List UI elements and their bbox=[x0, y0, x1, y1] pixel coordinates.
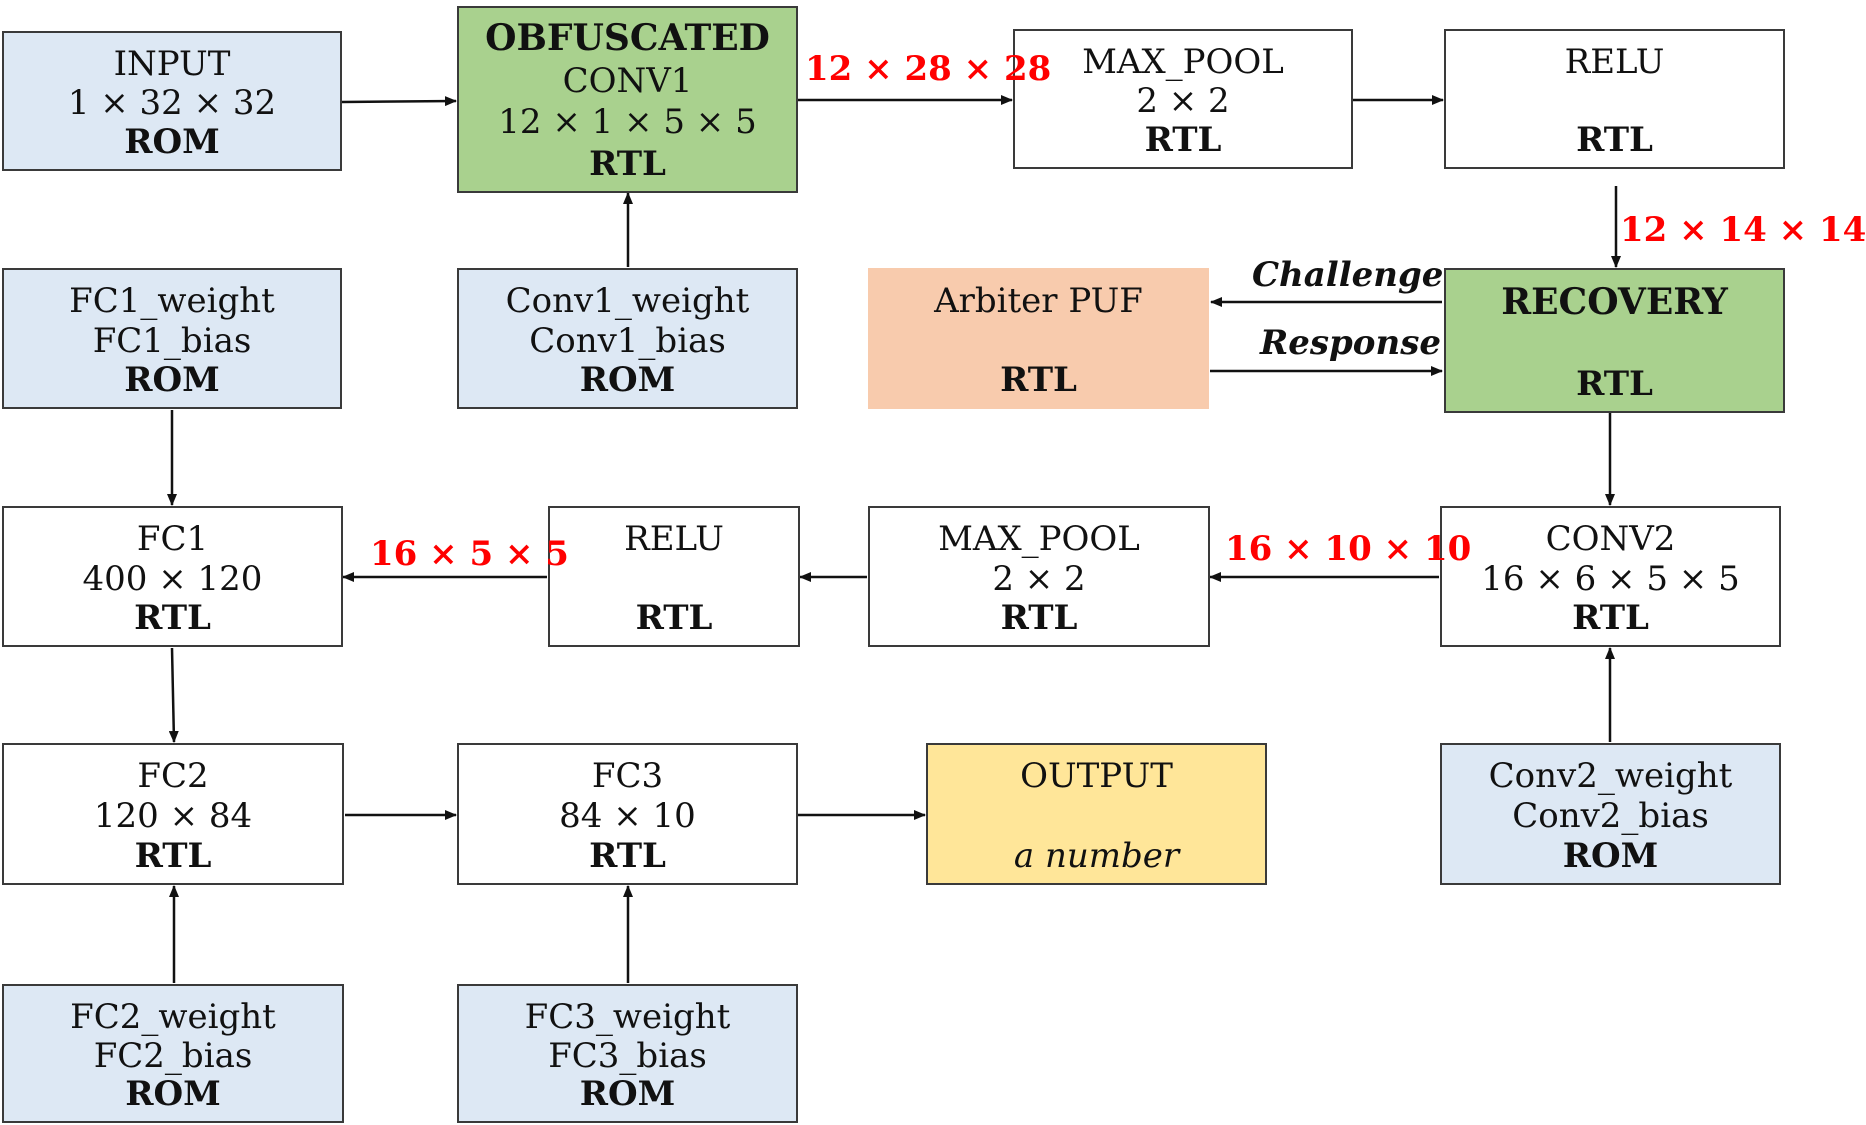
node-title: RELU bbox=[624, 519, 724, 559]
arrow-fc1-to-fc2 bbox=[168, 647, 179, 743]
node-dimension: 12 × 1 × 5 × 5 bbox=[498, 102, 757, 143]
node-dimension: FC1_bias bbox=[92, 320, 252, 361]
conv2-block: CONV2 16 × 6 × 5 × 5 RTL bbox=[1440, 506, 1781, 647]
node-dimension: FC2_bias bbox=[93, 1035, 253, 1076]
obfuscated-conv1-block: OBFUSCATED CONV1 12 × 1 × 5 × 5 RTL bbox=[457, 6, 798, 193]
node-title: Arbiter PUF bbox=[934, 281, 1143, 321]
fc2-params-rom-block: FC2_weight FC2_bias ROM bbox=[2, 984, 344, 1123]
conv1-params-rom-block: Conv1_weight Conv1_bias ROM bbox=[457, 268, 798, 409]
node-type: ROM bbox=[124, 360, 220, 400]
node-title: FC2 bbox=[137, 756, 209, 796]
node-title: FC1 bbox=[136, 519, 209, 559]
dimension-label-conv1-out: 12 × 28 × 28 bbox=[805, 49, 1052, 89]
node-title: FC1_weight bbox=[69, 281, 275, 321]
connector-arrows bbox=[167, 95, 1621, 983]
relu2-block: RELU RTL bbox=[548, 506, 800, 647]
response-label: Response bbox=[1260, 323, 1441, 363]
node-dimension: 84 × 10 bbox=[559, 796, 696, 836]
node-type: ROM bbox=[579, 1074, 676, 1114]
maxpool1-block: MAX_POOL 2 × 2 RTL bbox=[1013, 29, 1353, 169]
node-dimension: 1 × 32 × 32 bbox=[67, 83, 277, 123]
node-title: RECOVERY bbox=[1501, 281, 1728, 323]
relu1-block: RELU RTL bbox=[1444, 29, 1785, 169]
dimension-label-conv2-out: 16 × 10 × 10 bbox=[1225, 529, 1472, 569]
node-title: MAX_POOL bbox=[1082, 42, 1284, 82]
output-block: OUTPUT a number bbox=[926, 743, 1267, 885]
node-dimension: FC3_bias bbox=[548, 1035, 707, 1076]
node-title: Conv2_weight bbox=[1488, 756, 1733, 796]
node-title: FC3 bbox=[591, 756, 664, 796]
node-dimension: 2 × 2 bbox=[1136, 81, 1230, 121]
node-type: RTL bbox=[134, 598, 211, 638]
node-type: RTL bbox=[589, 836, 666, 876]
node-type: ROM bbox=[1562, 836, 1659, 876]
node-title: FC2_weight bbox=[70, 997, 276, 1037]
node-dimension: 400 × 120 bbox=[82, 558, 263, 599]
node-type: RTL bbox=[1000, 360, 1077, 400]
dimension-label-relu2-out: 16 × 5 × 5 bbox=[370, 534, 569, 574]
node-title: RELU bbox=[1564, 42, 1665, 82]
node-title: CONV2 bbox=[1545, 519, 1676, 559]
fc1-block: FC1 400 × 120 RTL bbox=[2, 506, 343, 647]
output-value: a number bbox=[1013, 836, 1180, 876]
arbiter-puf-block: Arbiter PUF RTL bbox=[868, 268, 1209, 409]
node-type: RTL bbox=[589, 143, 666, 184]
dimension-label-relu1-out: 12 × 14 × 14 bbox=[1620, 210, 1866, 250]
fc2-block: FC2 120 × 84 RTL bbox=[2, 743, 344, 885]
node-dimension: Conv1_bias bbox=[529, 320, 726, 361]
node-title: MAX_POOL bbox=[938, 519, 1140, 559]
node-title: FC3_weight bbox=[524, 997, 731, 1037]
node-dimension: Conv2_bias bbox=[1512, 796, 1709, 836]
challenge-label: Challenge bbox=[1252, 255, 1444, 295]
fc3-params-rom-block: FC3_weight FC3_bias ROM bbox=[457, 984, 798, 1123]
node-title: OUTPUT bbox=[1020, 756, 1173, 796]
node-type: ROM bbox=[124, 122, 220, 162]
node-dimension: 2 × 2 bbox=[992, 558, 1086, 599]
conv2-params-rom-block: Conv2_weight Conv2_bias ROM bbox=[1440, 743, 1781, 885]
node-type: RTL bbox=[1576, 364, 1653, 404]
node-dimension: 120 × 84 bbox=[93, 796, 253, 836]
node-type: RTL bbox=[134, 836, 212, 876]
fc3-block: FC3 84 × 10 RTL bbox=[457, 743, 798, 885]
lenet-obfuscation-diagram: INPUT 1 × 32 × 32 ROM OBFUSCATED CONV1 1… bbox=[2, 6, 1866, 1123]
obfuscated-label: OBFUSCATED bbox=[485, 17, 770, 59]
node-title: INPUT bbox=[113, 44, 231, 84]
fc1-params-rom-block: FC1_weight FC1_bias ROM bbox=[2, 268, 342, 409]
node-type: RTL bbox=[1576, 120, 1653, 160]
node-type: RTL bbox=[1144, 120, 1222, 160]
node-type: RTL bbox=[1572, 598, 1649, 638]
node-dimension: 16 × 6 × 5 × 5 bbox=[1481, 558, 1740, 599]
node-type: RTL bbox=[1000, 598, 1078, 638]
node-title: Conv1_weight bbox=[505, 281, 750, 321]
node-type: ROM bbox=[125, 1074, 221, 1114]
node-title: CONV1 bbox=[562, 60, 693, 101]
input-rom-block: INPUT 1 × 32 × 32 ROM bbox=[2, 31, 342, 171]
node-type: RTL bbox=[635, 598, 713, 638]
recovery-block: RECOVERY RTL bbox=[1444, 268, 1785, 413]
maxpool2-block: MAX_POOL 2 × 2 RTL bbox=[868, 506, 1210, 647]
arrow-input-to-conv1 bbox=[341, 96, 457, 107]
node-type: ROM bbox=[579, 360, 676, 400]
